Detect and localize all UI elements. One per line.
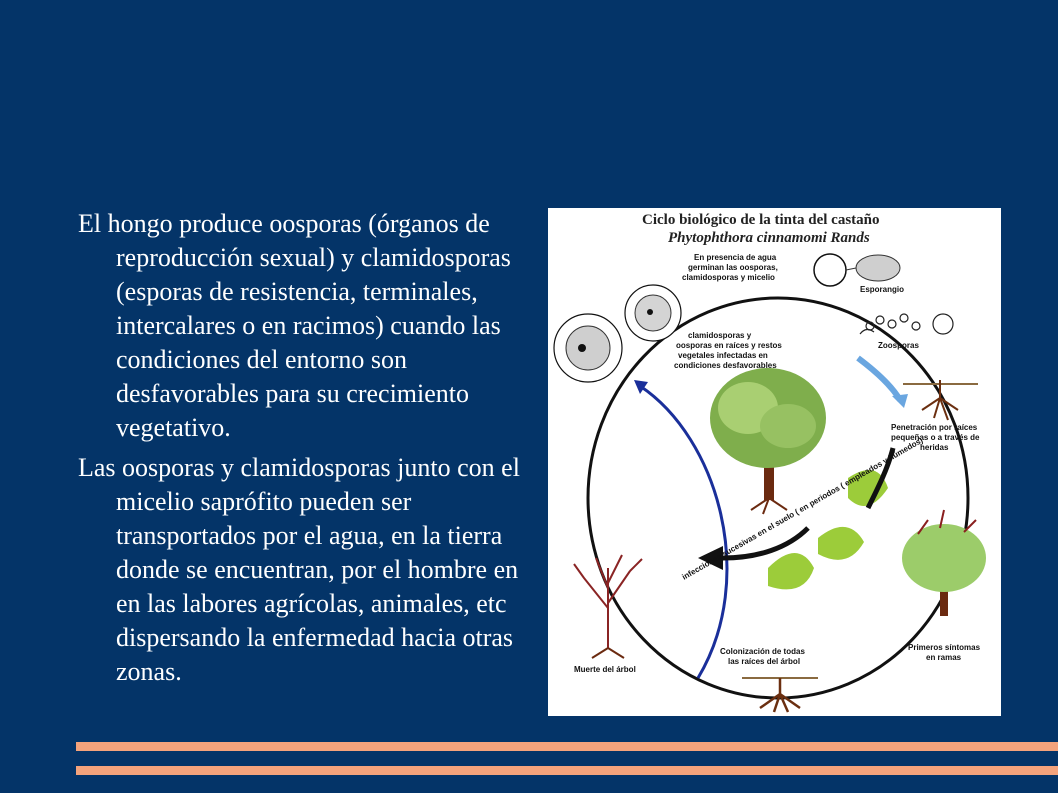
healthy-tree-center — [710, 368, 826, 515]
oospore-circle — [813, 253, 847, 287]
label-water-2: germinan las oosporas, — [688, 263, 778, 272]
zoospore-arrow — [856, 355, 903, 402]
life-cycle-diagram: Ciclo biológico de la tinta del castaño … — [548, 208, 1001, 716]
label-water-3: clamidosporas y micelio — [682, 273, 775, 282]
sporangium-icon — [855, 254, 901, 282]
return-arrow — [639, 384, 729, 679]
cycle-circle — [586, 296, 970, 700]
paragraph-oosporas: El hongo produce oosporas (órganos de re… — [78, 209, 511, 442]
diagram-title: Ciclo biológico de la tinta del castaño — [642, 212, 880, 228]
return-arrow-head — [634, 380, 648, 394]
root-icon-colonization — [742, 677, 818, 713]
infection-arrows — [698, 447, 896, 570]
label-clam-1: clamidosporas y — [688, 331, 752, 340]
accent-band-top — [76, 742, 1058, 751]
label-water-1: En presencia de agua — [694, 253, 777, 262]
diagram-subtitle: Phytophthora cinnamomi Rands — [668, 230, 870, 246]
label-zoosporas: Zoosporas — [878, 341, 919, 350]
label-esporangio: Esporangio — [860, 285, 904, 294]
life-cycle-svg: Ciclo biológico de la tinta del castaño … — [553, 212, 986, 713]
slide-body-text: El hongo produce oosporas (órganos de re… — [78, 207, 538, 695]
label-colonization-1: Colonización de todas — [720, 647, 805, 656]
label-penetration-3: heridas — [920, 443, 949, 452]
label-penetration-1: Penetración por raíces — [891, 423, 978, 432]
label-sintomas-2: en ramas — [926, 653, 962, 662]
label-clam-2: oosporas en raíces y restos — [676, 341, 782, 350]
label-penetration-2: pequeñas o a través de — [891, 433, 980, 442]
zoospores-icon — [859, 313, 954, 335]
accent-band-bottom — [76, 766, 1058, 775]
chlamydospore-cell-small — [624, 284, 682, 342]
root-icon-penetration — [903, 380, 978, 421]
chlamydospore-cell-large — [553, 313, 623, 383]
infection-spirals — [768, 470, 888, 590]
label-sintomas-1: Primeros síntomas — [908, 643, 981, 652]
tree-first-symptoms — [902, 509, 986, 616]
tree-dead — [573, 554, 643, 659]
label-colonization-2: las raíces del árbol — [728, 657, 800, 666]
label-muerte: Muerte del árbol — [574, 665, 636, 674]
zoospore-arrow-head — [892, 394, 908, 408]
label-clam-3: vegetales infectadas en — [678, 351, 768, 360]
label-clam-4: condiciones desfavorables — [674, 361, 777, 370]
paragraph-dispersion: Las oosporas y clamidosporas junto con e… — [78, 453, 520, 686]
